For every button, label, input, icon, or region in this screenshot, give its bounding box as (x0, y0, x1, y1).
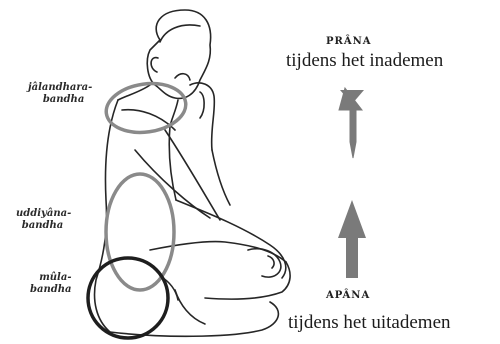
uddiyana-ring (106, 174, 174, 290)
prana-title: PRÂNA (326, 36, 372, 47)
apana-subtitle: tijdens het uitademen (288, 312, 451, 334)
mula-ring (88, 258, 168, 338)
prana-subtitle: tijdens het inademen (286, 50, 443, 72)
seated-figure-drawing (95, 10, 291, 336)
jalandhara-bandha-label: jâlandhara- bandha (28, 82, 92, 106)
apana-up-arrow (338, 200, 366, 278)
uddiyana-bandha-label: uddiyâna- bandha (16, 208, 71, 232)
apana-title: APÂNA (326, 290, 370, 301)
mula-bandha-label: mûla- bandha (30, 272, 71, 296)
